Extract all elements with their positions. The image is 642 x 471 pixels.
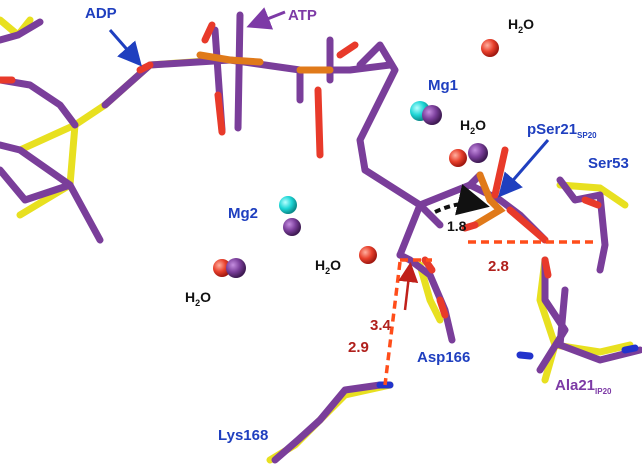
asp166-label: Asp166 xyxy=(417,349,470,366)
water-left-red-sphere xyxy=(213,259,231,277)
ser53-label: Ser53 xyxy=(588,155,629,172)
ala21-o xyxy=(541,256,552,279)
water-left-label: H2O xyxy=(185,289,211,308)
atp-label: ATP xyxy=(288,7,317,24)
mg1-label: Mg1 xyxy=(428,77,458,94)
asp166-distance-arrow xyxy=(398,262,419,311)
pser21-o-left xyxy=(461,221,479,232)
atp-beta-o-down xyxy=(314,86,324,159)
distance-2-9: 2.9 xyxy=(348,339,369,356)
left-ring-body xyxy=(0,141,104,244)
atp-alpha-p xyxy=(196,51,264,66)
lys168-label: Lys168 xyxy=(218,427,268,444)
hbond-dashes xyxy=(383,240,598,386)
adp-ribose-ring xyxy=(16,121,79,219)
water-left-purple-sphere xyxy=(226,258,246,278)
mg2-purple-sphere xyxy=(283,218,301,236)
lys168-purple xyxy=(271,381,384,464)
water-mid-red-sphere xyxy=(449,149,467,167)
pser21-o-top xyxy=(491,146,509,199)
water-center-sphere xyxy=(359,246,377,264)
pser21-o-right xyxy=(506,206,549,244)
atp-alpha-o-up xyxy=(201,21,216,44)
ala21-purple xyxy=(536,256,642,374)
water-top-sphere xyxy=(481,39,499,57)
atp-beta-o-up xyxy=(336,41,359,59)
ala21-n xyxy=(516,351,534,360)
left-ring-lower xyxy=(0,166,74,204)
adp-model-sticks xyxy=(0,16,634,464)
atp-gamma-down xyxy=(361,166,444,229)
water-mid-label: H2O xyxy=(460,117,486,136)
mg2-cyan-sphere xyxy=(279,196,297,214)
adp-arrow xyxy=(108,29,142,67)
water-center-label: H2O xyxy=(315,257,341,276)
left-ring-top xyxy=(0,76,79,129)
mg1-purple-sphere xyxy=(422,105,442,125)
ser53-yellow-sidechain xyxy=(556,181,629,209)
hbond-lys168 xyxy=(383,261,402,386)
asp166-yellow-sidechain xyxy=(416,261,444,324)
adp-o-bridge xyxy=(136,61,154,74)
distance-2-8: 2.8 xyxy=(488,258,509,275)
water-mid-purple-sphere xyxy=(468,143,488,163)
right-edge-n xyxy=(621,344,639,354)
atp-gamma-branch xyxy=(356,41,399,174)
distance-3-4: 3.4 xyxy=(370,317,392,334)
atp-alpha-o-down xyxy=(214,91,226,136)
left-top-fragment xyxy=(0,18,44,44)
pser21-label: pSer21SP20 xyxy=(527,121,597,140)
water-and-ion-spheres xyxy=(213,39,499,278)
pser21-arrow xyxy=(498,139,550,198)
distance-arrow-1-8 xyxy=(434,184,490,216)
ser53-o xyxy=(581,196,602,209)
adp-label: ADP xyxy=(85,5,117,22)
ser53-purple xyxy=(556,176,609,274)
atp-arrow xyxy=(246,7,286,30)
distance-1-8: 1.8 xyxy=(447,218,467,234)
water-top-label: H2O xyxy=(508,16,534,35)
mg2-label: Mg2 xyxy=(228,205,258,222)
ala21-label: Ala21IP20 xyxy=(555,377,612,396)
asp166-o-lower xyxy=(436,296,449,319)
